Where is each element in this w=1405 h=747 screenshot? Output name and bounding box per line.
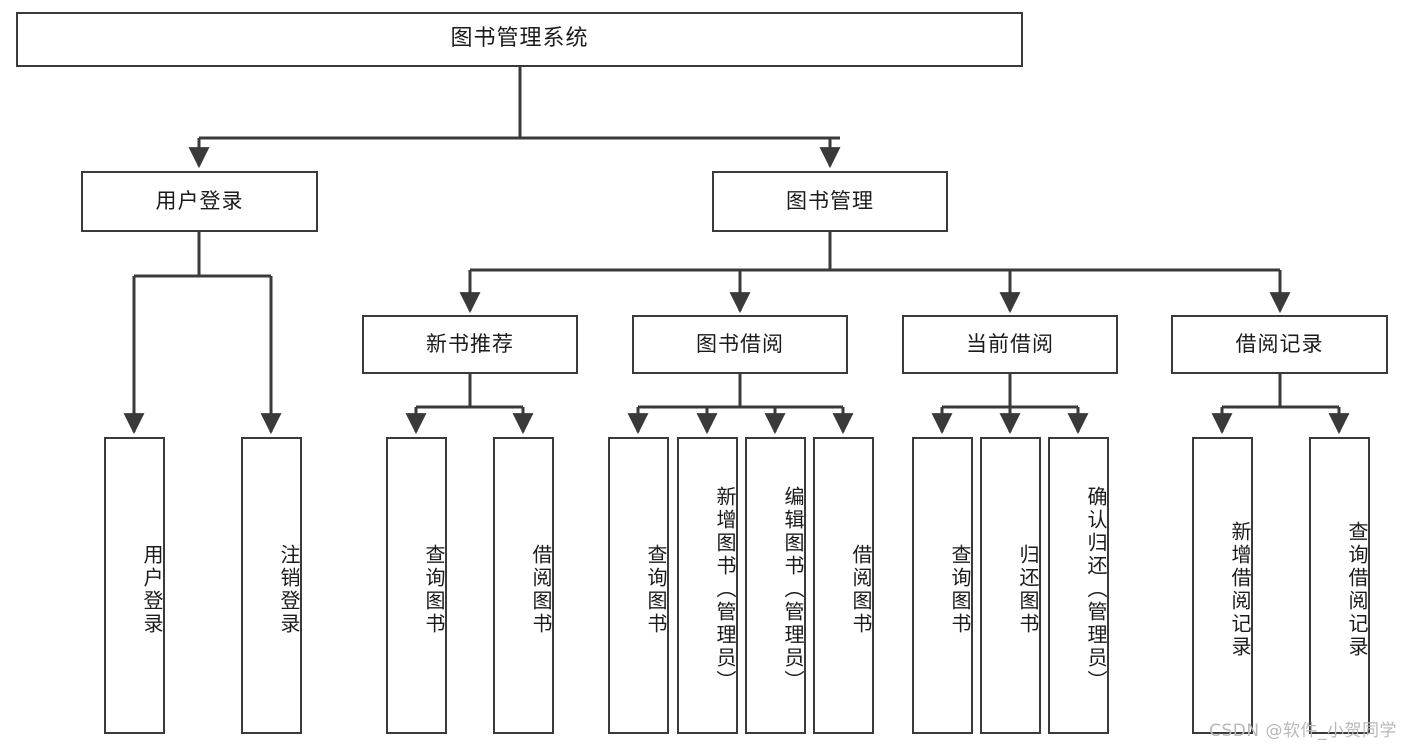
node-label: 新增图书（管理员） xyxy=(713,486,737,693)
node-label: 图书管理系统 xyxy=(450,26,589,52)
node-label: 借阅记录 xyxy=(1235,331,1324,356)
leaf-borrow-query-book[interactable]: 查询图书 xyxy=(608,437,669,734)
node-book-management[interactable]: 图书管理 xyxy=(712,171,948,232)
node-label: 当前借阅 xyxy=(966,331,1054,356)
node-label: 新增借阅记录 xyxy=(1228,520,1252,659)
node-label: 注销登录 xyxy=(277,543,301,636)
leaf-current-query-book[interactable]: 查询图书 xyxy=(912,437,973,734)
node-label: 查询借阅记录 xyxy=(1345,520,1369,659)
node-new-book-recommend[interactable]: 新书推荐 xyxy=(362,315,578,374)
leaf-borrow-edit-book-admin[interactable]: 编辑图书（管理员） xyxy=(745,437,806,734)
csdn-watermark: CSDN @软件_小贺同学 xyxy=(1209,721,1397,741)
node-label: 用户登录 xyxy=(155,188,244,213)
node-label: 借阅图书 xyxy=(849,543,873,636)
leaf-borrow-add-book-admin[interactable]: 新增图书（管理员） xyxy=(677,437,738,734)
node-book-borrow[interactable]: 图书借阅 xyxy=(632,315,848,374)
leaf-logout[interactable]: 注销登录 xyxy=(241,437,302,734)
node-label: 新书推荐 xyxy=(426,331,514,356)
node-borrow-records[interactable]: 借阅记录 xyxy=(1171,315,1388,374)
node-label: 图书管理 xyxy=(786,188,874,213)
node-label: 查询图书 xyxy=(644,543,668,636)
node-label: 归还图书 xyxy=(1016,543,1040,636)
node-label: 查询图书 xyxy=(422,543,446,636)
leaf-newbooks-query-book[interactable]: 查询图书 xyxy=(386,437,447,734)
node-label: 编辑图书（管理员） xyxy=(781,486,805,693)
leaf-newbooks-borrow-book[interactable]: 借阅图书 xyxy=(493,437,554,734)
node-user-login[interactable]: 用户登录 xyxy=(81,171,318,232)
node-root-book-management-system[interactable]: 图书管理系统 xyxy=(16,12,1023,67)
leaf-user-login[interactable]: 用户登录 xyxy=(104,437,165,734)
leaf-records-add-record[interactable]: 新增借阅记录 xyxy=(1192,437,1253,734)
leaf-borrow-borrow-book[interactable]: 借阅图书 xyxy=(813,437,874,734)
node-label: 确认归还（管理员） xyxy=(1084,486,1108,693)
leaf-records-query-record[interactable]: 查询借阅记录 xyxy=(1309,437,1370,734)
node-label: 借阅图书 xyxy=(529,543,553,636)
node-label: 查询图书 xyxy=(948,543,972,636)
node-label: 用户登录 xyxy=(140,543,164,636)
leaf-current-confirm-return-admin[interactable]: 确认归还（管理员） xyxy=(1048,437,1109,734)
node-label: 图书借阅 xyxy=(696,331,784,356)
leaf-current-return-book[interactable]: 归还图书 xyxy=(980,437,1041,734)
node-current-borrow[interactable]: 当前借阅 xyxy=(902,315,1118,374)
